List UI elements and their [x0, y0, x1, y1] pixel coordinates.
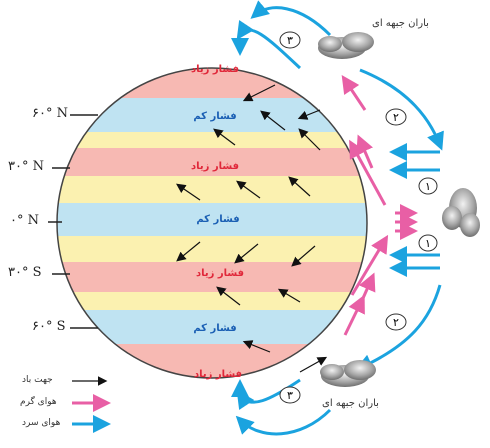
cell-numbers: ۳ ۲ ۱ ۱ ۲ ۳	[279, 31, 438, 404]
cell-number-badge	[279, 31, 301, 49]
warm-air-arrows	[341, 75, 418, 336]
wind-arrow	[298, 128, 321, 151]
cell-number-badge	[418, 234, 438, 252]
cold-arrow	[235, 408, 332, 436]
wind-arrow	[216, 286, 241, 306]
cold-arrow	[250, 0, 332, 37]
cell-number-badge	[385, 313, 407, 331]
globe-outline	[56, 67, 368, 379]
equatorial-low-band	[57, 203, 367, 236]
latitude-ticks	[48, 114, 98, 329]
low-pressure-label: فشار کم	[196, 214, 239, 225]
wind-arrow	[236, 180, 261, 199]
latitude-label-0N: ۰° N	[10, 213, 39, 228]
warm-arrow	[343, 294, 365, 336]
high-pressure-label: فشار زیاد	[191, 161, 239, 172]
legend-cold-label: هوای سرد	[22, 418, 61, 428]
wind-arrow	[288, 176, 311, 197]
latitude-label-30S: ۳۰° S	[8, 265, 42, 280]
wind-arrow	[277, 288, 301, 303]
warm-arrow	[350, 234, 389, 296]
wind-arrow	[176, 183, 201, 201]
cell-number: ۲	[393, 316, 399, 329]
low-pressure-label: فشار کم	[193, 323, 236, 334]
wind-arrow	[242, 84, 276, 102]
cell-number: ۱	[425, 237, 431, 250]
frontal-rain-label-bottom: باران جبهه ای	[322, 398, 379, 409]
mid-band	[57, 132, 367, 148]
mid-band	[57, 236, 367, 262]
latitude-label-60S: ۶۰° S	[32, 319, 66, 334]
cloud-icon-top	[318, 32, 374, 59]
high-pressure-label: فشار زیاد	[191, 64, 239, 75]
cell-number-badge	[385, 108, 407, 126]
mid-band	[57, 292, 367, 310]
mid-band	[57, 176, 367, 203]
cold-arrow	[236, 20, 302, 70]
cold-arrow	[236, 378, 301, 410]
cold-arrow	[359, 68, 444, 151]
cell-number: ۲	[393, 111, 399, 124]
legend-warm-label: هوای گرم	[20, 397, 57, 407]
legend	[72, 376, 111, 433]
low-pressure-label: فشار کم	[193, 111, 236, 122]
wind-arrow	[234, 243, 259, 264]
cell-number-badge	[418, 177, 438, 195]
cell-number: ۳	[287, 34, 293, 47]
wind-arrow	[299, 356, 328, 373]
wind-arrow	[176, 241, 201, 262]
legend-wind-label: جهت باد	[22, 375, 53, 385]
cloud-icon-bottom	[320, 360, 376, 387]
high-pressure-label: فشار زیاد	[196, 268, 244, 279]
high-pressure-band	[57, 262, 367, 292]
warm-arrow	[341, 75, 367, 111]
warm-arrow	[349, 139, 387, 206]
wind-arrow	[291, 245, 316, 267]
warm-arrow	[358, 272, 376, 306]
cold-arrow	[354, 284, 442, 372]
wind-arrow	[213, 128, 236, 146]
warm-arrow	[356, 134, 374, 169]
wind-arrows	[176, 84, 328, 373]
cell-number: ۱	[425, 180, 431, 193]
wind-arrow	[242, 340, 271, 353]
latitude-label-60N: ۶۰° N	[32, 106, 68, 121]
cell-number-badge	[279, 386, 301, 404]
wind-arrow	[297, 109, 321, 120]
frontal-rain-label-top: باران جبهه ای	[372, 18, 429, 29]
wind-arrow	[260, 110, 286, 131]
high-pressure-band	[57, 148, 367, 176]
cold-air-arrows	[231, 0, 444, 436]
cell-number: ۳	[287, 389, 293, 402]
cloud-icon-middle	[442, 188, 480, 237]
latitude-label-30N: ۳۰° N	[8, 159, 44, 174]
high-pressure-label: فشار زیاد	[194, 369, 242, 380]
